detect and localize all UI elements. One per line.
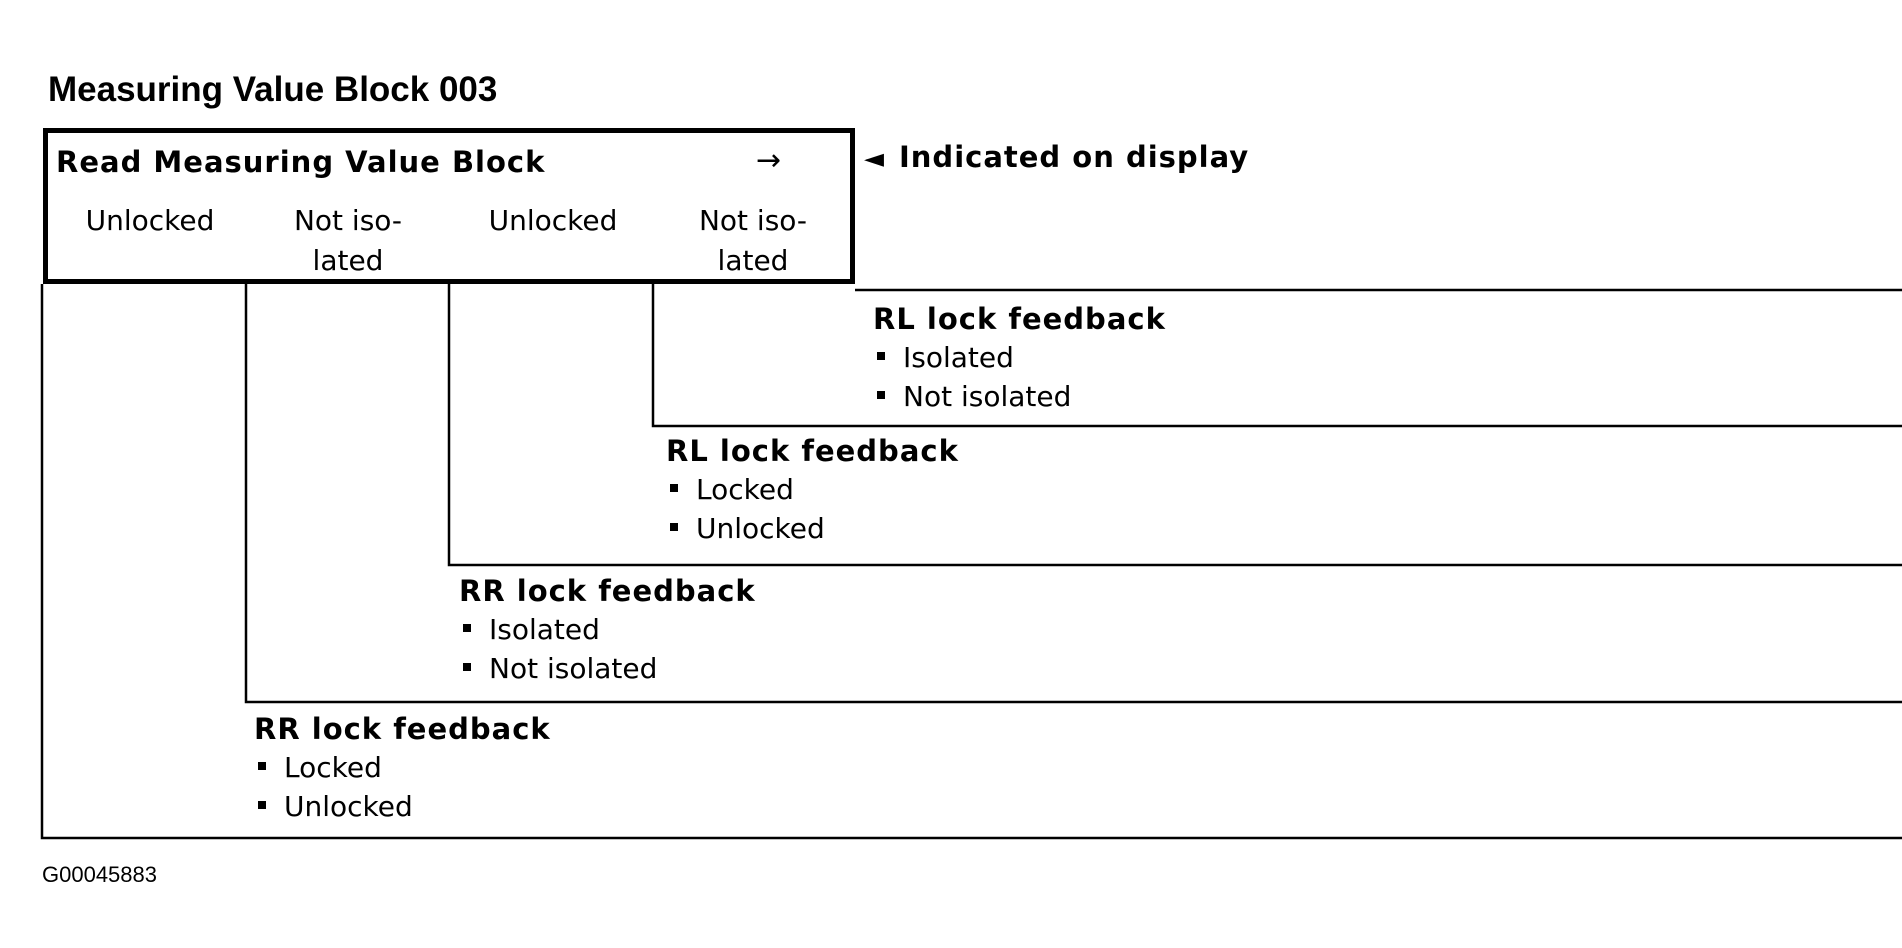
indicated-label: Indicated on display xyxy=(899,140,1250,174)
display-heading: Read Measuring Value Block xyxy=(56,145,546,179)
bullet-icon xyxy=(463,624,471,632)
list-item: Unlocked xyxy=(254,787,551,826)
list-item: Not isolated xyxy=(459,649,756,688)
list-item: Locked xyxy=(254,748,551,787)
connector-field3 xyxy=(447,284,1902,567)
display-field-1: Unlocked xyxy=(85,204,215,237)
list-item: Isolated xyxy=(459,610,756,649)
bullet-icon xyxy=(877,391,885,399)
bullet-icon xyxy=(877,352,885,360)
group-rl-lock: RL lock feedback Locked Unlocked xyxy=(666,432,959,548)
group-rl-isolation: RL lock feedback Isolated Not isolated xyxy=(873,300,1166,416)
bullet-icon xyxy=(463,663,471,671)
list-item: Not isolated xyxy=(873,377,1166,416)
connector-field2 xyxy=(244,284,1902,704)
display-field-2: Not iso-lated xyxy=(293,204,403,277)
group-rr-isolation: RR lock feedback Isolated Not isolated xyxy=(459,572,756,688)
bullet-icon xyxy=(258,762,266,770)
connector-field4 xyxy=(651,284,1902,428)
figure-code: G00045883 xyxy=(42,862,157,887)
list-item: Isolated xyxy=(873,338,1166,377)
bullet-icon xyxy=(670,523,678,531)
display-field-3: Unlocked xyxy=(488,204,618,237)
group-title: RR lock feedback xyxy=(254,712,551,746)
group-title: RL lock feedback xyxy=(666,434,959,468)
group-title: RR lock feedback xyxy=(459,574,756,608)
pointer-left-icon: ◄ xyxy=(864,144,885,174)
list-item: Unlocked xyxy=(666,509,959,548)
indicated-note: ◄ Indicated on display xyxy=(864,140,1249,174)
diagram-title: Measuring Value Block 003 xyxy=(48,70,498,109)
display-box: Read Measuring Value Block → Unlocked No… xyxy=(43,128,855,284)
bullet-icon xyxy=(258,801,266,809)
list-item: Locked xyxy=(666,470,959,509)
connector-field1 xyxy=(40,284,1902,840)
display-field-4: Not iso-lated xyxy=(698,204,808,277)
arrow-icon: → xyxy=(756,143,782,178)
bullet-icon xyxy=(670,484,678,492)
group-title: RL lock feedback xyxy=(873,302,1166,336)
group-rr-lock: RR lock feedback Locked Unlocked xyxy=(254,710,551,826)
